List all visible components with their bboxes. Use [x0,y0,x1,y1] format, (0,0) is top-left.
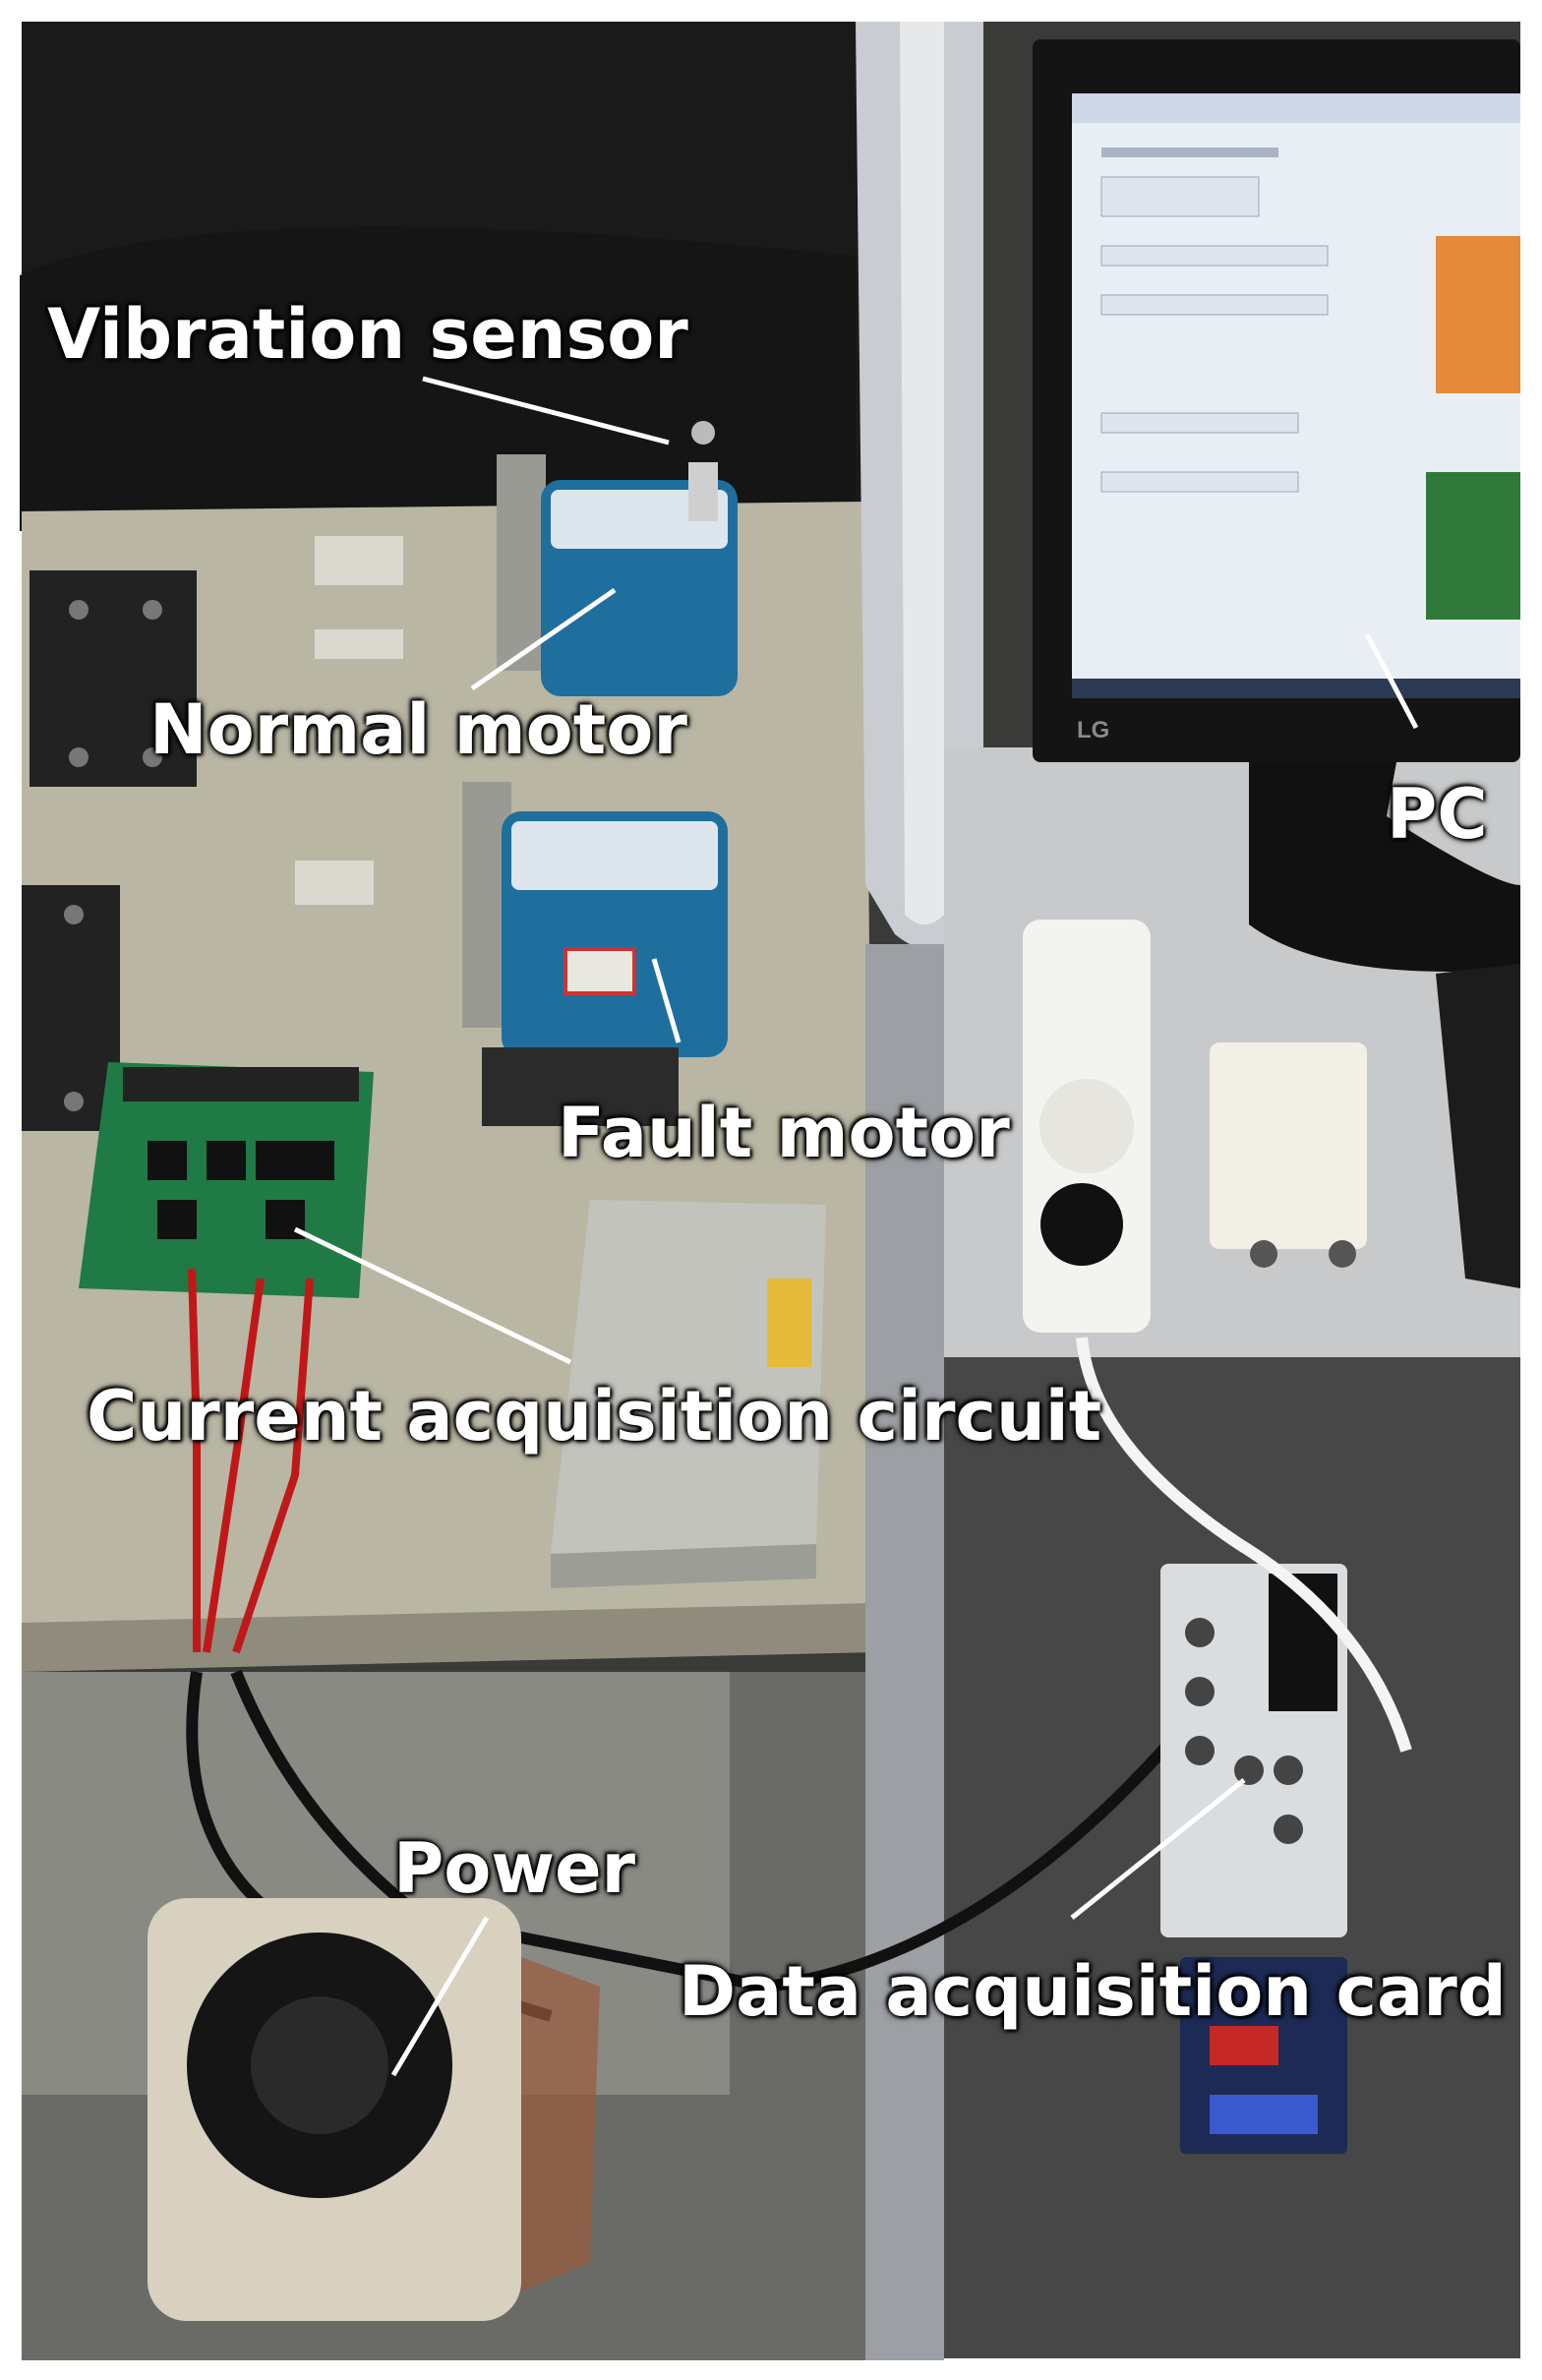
label-fault-motor: Fault motor [558,1093,1010,1173]
pcb-shape [79,1062,374,1298]
label-pc: PC [1387,774,1488,855]
power-supply-box [551,1200,826,1588]
fault-motor-shape [462,782,728,1126]
label-normal-motor: Normal motor [149,689,687,770]
power-callout-line [390,1916,490,2077]
normal-motor-callout-line [470,587,617,691]
chair-back [20,226,856,531]
normal-motor-shape [497,421,738,696]
label-vibration-sensor: Vibration sensor [47,294,688,375]
monitor-logo: LG [1077,717,1109,744]
daq-chassis [1160,1564,1347,2154]
label-current-acquisition-circuit: Current acquisition circuit [87,1376,1102,1457]
screen-plot-green [1426,472,1520,620]
label-data-acquisition-card: Data acquisition card [679,1951,1507,2032]
table-edge [22,1603,875,1672]
keyboard [1436,964,1520,1288]
daq-callout-line [1070,1778,1246,1920]
mounting-plate-1 [30,570,197,787]
current-circuit-callout-line [293,1226,572,1365]
variac [148,1898,600,2321]
sensor-amplifier [1210,1042,1367,1249]
mounting-plate-2 [22,885,120,1131]
screen-plot-orange [1436,236,1520,393]
label-power: Power [393,1828,636,1909]
pc-callout-line [1364,632,1419,730]
vibration-sensor-callout-line [422,376,670,446]
monitor-stand [1249,762,1520,972]
fault-motor-callout-line [651,958,682,1043]
